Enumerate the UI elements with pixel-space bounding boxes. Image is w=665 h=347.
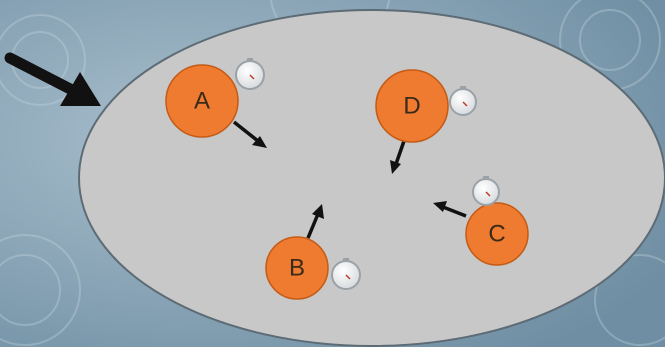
- ball-c-label: C: [488, 221, 505, 248]
- pointer-arrow-icon: [4, 52, 101, 106]
- ball-d: D: [375, 69, 449, 143]
- ball-d-label: D: [403, 93, 420, 120]
- stopwatch-icon: [449, 86, 477, 116]
- ball-a-label: A: [194, 88, 210, 115]
- ball-b: B: [265, 236, 329, 300]
- container-ellipse: [78, 9, 665, 347]
- arrow-c: [433, 201, 467, 218]
- arrow-d: [390, 140, 406, 174]
- stopwatch-icon: [331, 258, 361, 290]
- arrow-a: [232, 120, 267, 148]
- stopwatch-icon: [235, 58, 265, 90]
- stopwatch-icon: [472, 176, 500, 206]
- arrow-b: [306, 204, 324, 239]
- ball-a: A: [165, 64, 239, 138]
- ball-b-label: B: [289, 255, 305, 282]
- ball-c: C: [465, 202, 529, 266]
- velocity-arrows: [232, 120, 467, 239]
